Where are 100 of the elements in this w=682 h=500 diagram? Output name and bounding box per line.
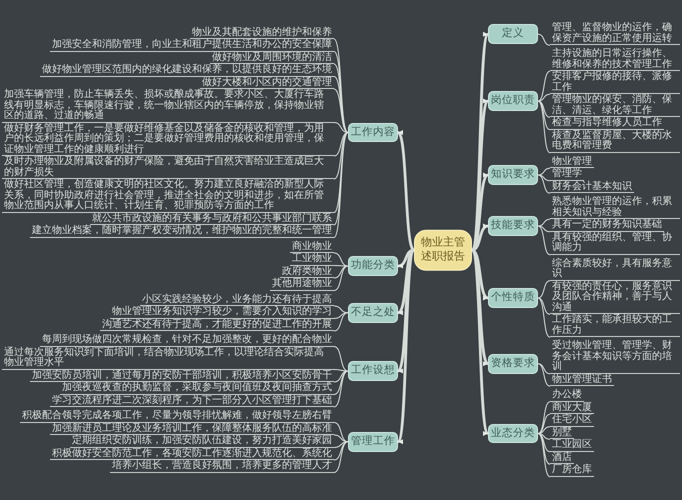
connector	[538, 34, 550, 46]
branch-topic: 定义	[488, 24, 538, 44]
branch-topic: 功能分类	[348, 256, 398, 276]
subtopic-text: 工作踏实，能承担较大的工作压力	[550, 315, 680, 338]
connector	[334, 266, 348, 291]
arrow	[471, 249, 489, 365]
subtopic-text: 工业物业	[290, 254, 334, 266]
subtopic-text: 培养小组长，营造良好氛围，培养更多的管理人才	[110, 461, 334, 472]
branch-topic: 资格要求	[488, 354, 538, 374]
connector	[334, 306, 348, 314]
subtopic-text: 有较强的责任心，服务意识及团队合作精神，善于与人沟通	[550, 282, 680, 314]
arrow	[470, 100, 490, 251]
subtopic-text: 加强夜巡夜查的执勤监督，采取参与夜间值班及夜间抽查方式	[60, 383, 334, 394]
branch-topic: 不足之处	[348, 302, 398, 323]
connector	[334, 132, 348, 180]
connector	[538, 433, 550, 478]
connector	[334, 265, 348, 266]
connector	[538, 363, 550, 387]
branch-topic: 个性特质	[488, 288, 538, 308]
subtopic-text: 管理学	[550, 169, 584, 181]
connector	[538, 100, 550, 130]
connector	[334, 422, 348, 442]
subtopic-text: 定期组织安防训练，加强安防队伍建设，努力打造美好家园	[70, 436, 334, 448]
connector	[538, 433, 550, 440]
connector	[334, 370, 348, 382]
connector	[538, 280, 550, 298]
branch-topic: 管理工作	[348, 432, 398, 452]
connector	[538, 401, 550, 434]
connector	[538, 174, 550, 194]
branch-topic: 知识要求	[488, 165, 538, 185]
branch-topic: 工作内容	[348, 122, 398, 142]
central-topic: 物业主管述职报告	[414, 230, 472, 270]
subtopic-text: 及时办理物业及附属设备的财产保险，避免由于自然灾害给业主造成巨大的财产损失	[2, 157, 334, 179]
subtopic-text: 加强车辆管理，防止车辆丢失、损坏或酿成事故。要求小区、大厦行车路线有明显标志，车辆限速行驶，统一物业辖区内的车辆停放，保持物业辖区的道路、过道的畅通	[2, 90, 334, 122]
subtopic-text: 做好物业管理区范围内的绿化建设和保养，以提供良好的生态环境	[40, 65, 334, 76]
subtopic-text: 管理物业的保安、消防、保洁、清运、绿化等工作	[550, 95, 680, 118]
subtopic-text: 核查及监督房屋、大楼的水电费和管理费	[550, 130, 680, 153]
subtopic-text: 厂房仓库	[550, 465, 594, 477]
subtopic-text: 政府类物业	[280, 266, 334, 278]
connector	[538, 174, 550, 182]
connector	[538, 70, 550, 102]
subtopic-text: 物业及其配套设施的维护和保养	[190, 28, 334, 39]
connector	[334, 441, 348, 473]
subtopic-text: 住宅小区	[550, 415, 594, 427]
subtopic-text: 建立物业档案，随时掌握产权变动情况，维护物业的完整和统一管理	[30, 226, 334, 238]
connector	[538, 298, 550, 338]
connector	[538, 414, 550, 434]
connector	[334, 266, 348, 278]
connector	[334, 346, 348, 372]
connector	[538, 100, 550, 154]
subtopic-text: 通过每次服务知识到下面培训，结合物业现场工作，以理论结合实际提高物业管理水平	[2, 348, 334, 370]
connector	[334, 76, 348, 133]
connector	[334, 252, 348, 266]
connector	[538, 298, 550, 315]
connector	[334, 88, 348, 133]
subtopic-text: 学习交流程序进二次深刻程序，为下一部分入小区管理打下基础	[50, 396, 334, 407]
connector	[538, 218, 550, 226]
connector	[538, 100, 550, 118]
subtopic-text: 物业管理证书	[550, 374, 614, 386]
branch-topic: 技能要求	[488, 216, 538, 236]
connector	[334, 312, 348, 332]
subtopic-text: 管理、监督物业的运作，确保资产设施的正常使用运转	[550, 23, 680, 46]
subtopic-text: 受过物业管理、管理学、财务会计基本知识等方面的培训	[550, 341, 680, 374]
connector	[334, 370, 348, 395]
connector	[334, 370, 348, 408]
connector	[538, 433, 550, 452]
subtopic-text: 小区实践经验较少，业务能力还有待于提高	[140, 294, 334, 306]
subtopic-text: 做好社区管理，创造健康文明的社区文化。努力建立良好融洽的新型人际关系，同时协助政府进行社会管理，推进全社会的文明和进步，如在所管物业范围内从事人口统计、计划生育、犯罪预防等方面的工作	[2, 180, 334, 212]
connector	[334, 312, 348, 319]
connector	[334, 369, 348, 372]
subtopic-text: 具有较强的组织、管理、协调能力	[550, 232, 680, 255]
branch-topic: 工作设想	[348, 361, 398, 381]
connector	[538, 433, 550, 465]
subtopic-text: 积极做好安全防范工作，各项安防工作逐渐进入规范化、系统化	[50, 448, 334, 460]
branch-topic: 岗位职责	[488, 91, 538, 111]
subtopic-text: 具有一定的财务知识基础	[550, 220, 664, 232]
subtopic-text: 别墅	[550, 428, 574, 440]
arrow	[398, 248, 414, 268]
connector	[538, 226, 550, 256]
subtopic-text: 其他用途物业	[270, 279, 334, 290]
subtopic-text: 做好物业及周围环境的清洁	[210, 52, 334, 64]
subtopic-text: 每周到现场做四次常规检查，针对不足加强整改，更好的配合物业	[40, 335, 334, 346]
subtopic-text: 安排客户报修的接待、派修工作	[550, 72, 680, 94]
connector	[334, 132, 348, 156]
connector	[334, 441, 348, 448]
connector	[538, 94, 550, 102]
subtopic-text: 检查与指导维修人员工作	[550, 118, 664, 130]
subtopic-text: 加强安全和消防管理，向业主和租户提供生活和办公的安全保障	[50, 40, 334, 52]
arrow	[472, 224, 488, 252]
connector	[538, 226, 550, 232]
connector	[538, 426, 550, 434]
subtopic-text: 综合素质较好，具有服务意识	[550, 258, 680, 281]
subtopic-text: 商业大厦	[550, 402, 594, 414]
subtopic-text: 办公楼	[550, 390, 584, 402]
connector	[334, 434, 348, 442]
subtopic-text: 做好财务管理工作，一是要做好维修基金以及储备金的核收和管理，为用户的长远利益作周到的策划；二是要做好管理费用的核收和使用管理，保证物业管理工作的健康顺利进行	[2, 124, 334, 156]
subtopic-text: 加强新进员工理论及业务培训工作，保障整体服务队伍的高标准	[50, 424, 334, 435]
subtopic-text: 酒店	[550, 452, 574, 464]
subtopic-text: 物业管理	[550, 156, 594, 168]
branch-topic: 业态分类	[488, 424, 538, 444]
